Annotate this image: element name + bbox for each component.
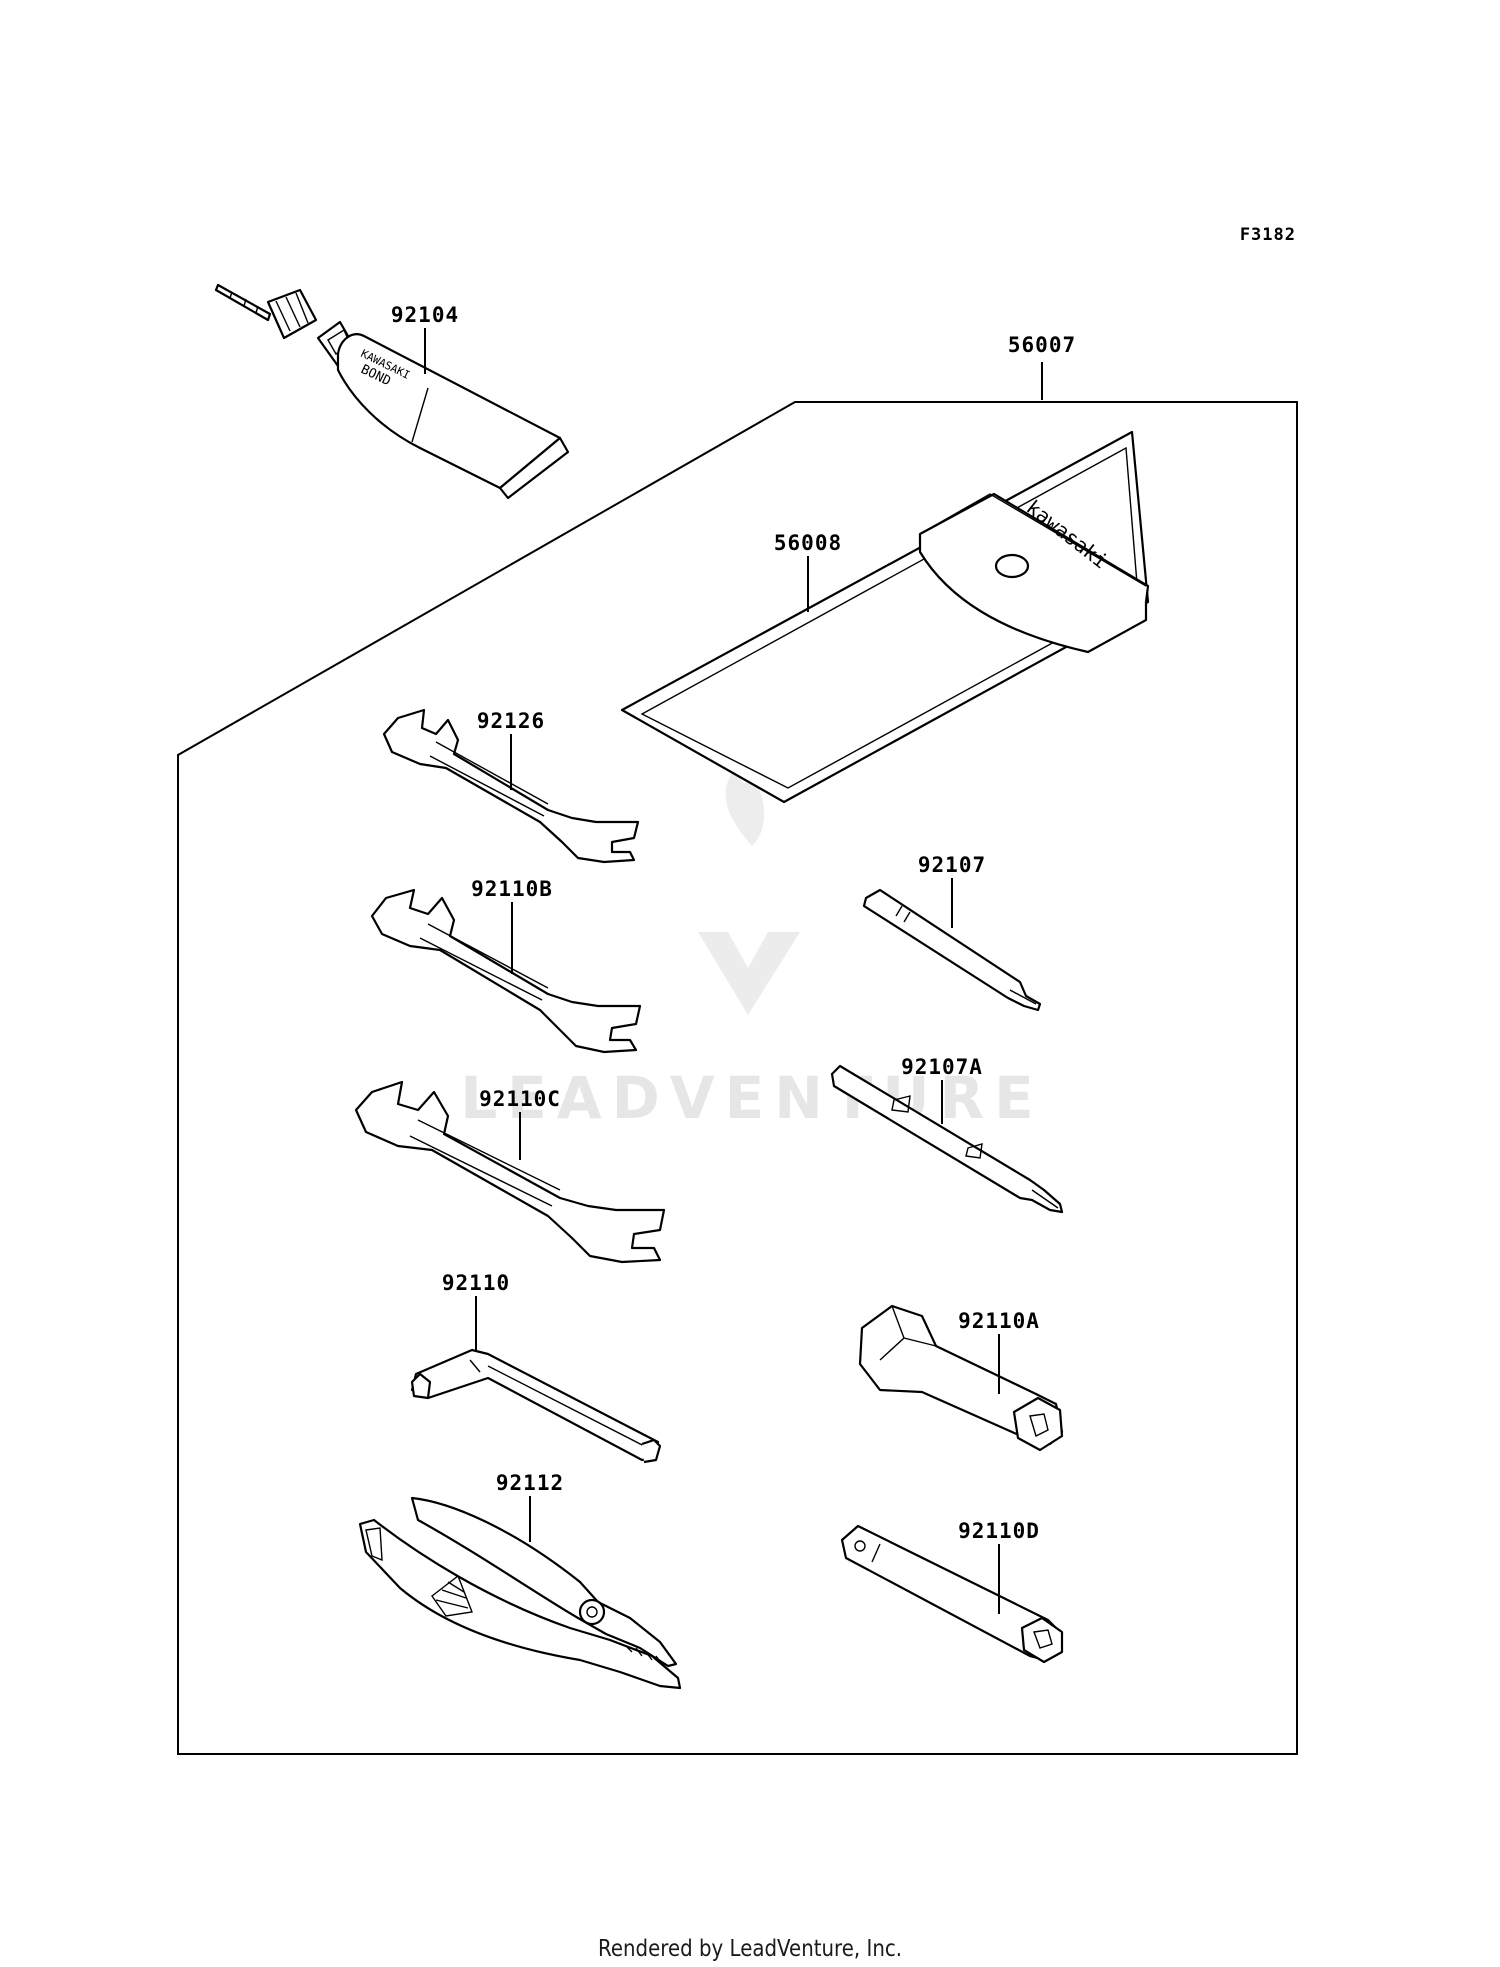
tube-wrench[interactable] xyxy=(840,1524,1064,1664)
watermark-text: LEADVENTURE xyxy=(460,1064,1044,1132)
part-label-pliers[interactable]: 92112 xyxy=(496,1471,564,1495)
box-wrench[interactable] xyxy=(858,1304,1064,1452)
wrench-92110b[interactable] xyxy=(370,888,642,1054)
tool-pouch[interactable]: kawasaki xyxy=(620,430,1150,804)
footer-credit: Rendered by LeadVenture, Inc. xyxy=(597,1936,903,1962)
part-label-box-wrench[interactable]: 92110A xyxy=(958,1309,1040,1333)
part-label-bond[interactable]: 92104 xyxy=(391,303,459,327)
watermark: LEADVENTURE xyxy=(460,762,1044,1132)
part-label-pouch[interactable]: 56008 xyxy=(774,531,842,555)
part-label-wrench-b[interactable]: 92110B xyxy=(471,877,553,901)
part-label-screwdriver-bit[interactable]: 92107 xyxy=(918,853,986,877)
screwdriver-bit[interactable] xyxy=(862,888,1042,1012)
screwdriver-double[interactable] xyxy=(830,1064,1064,1214)
part-label-wrench-a[interactable]: 92126 xyxy=(477,709,545,733)
bond-tube[interactable]: KAWASAKI BOND xyxy=(214,283,570,500)
figure-code: F3182 xyxy=(1240,225,1296,245)
wrench-92110c[interactable] xyxy=(354,1080,666,1264)
kit-boundary xyxy=(177,401,1298,1755)
part-label-kit[interactable]: 56007 xyxy=(1008,333,1076,357)
part-label-hex-key[interactable]: 92110 xyxy=(442,1271,510,1295)
hex-key[interactable] xyxy=(410,1348,662,1464)
pliers[interactable] xyxy=(358,1496,682,1690)
part-label-wrench-c[interactable]: 92110C xyxy=(479,1087,561,1111)
part-label-tube-wrench[interactable]: 92110D xyxy=(958,1519,1040,1543)
wrench-92126[interactable] xyxy=(382,708,640,864)
part-label-screwdriver-double[interactable]: 92107A xyxy=(901,1055,983,1079)
